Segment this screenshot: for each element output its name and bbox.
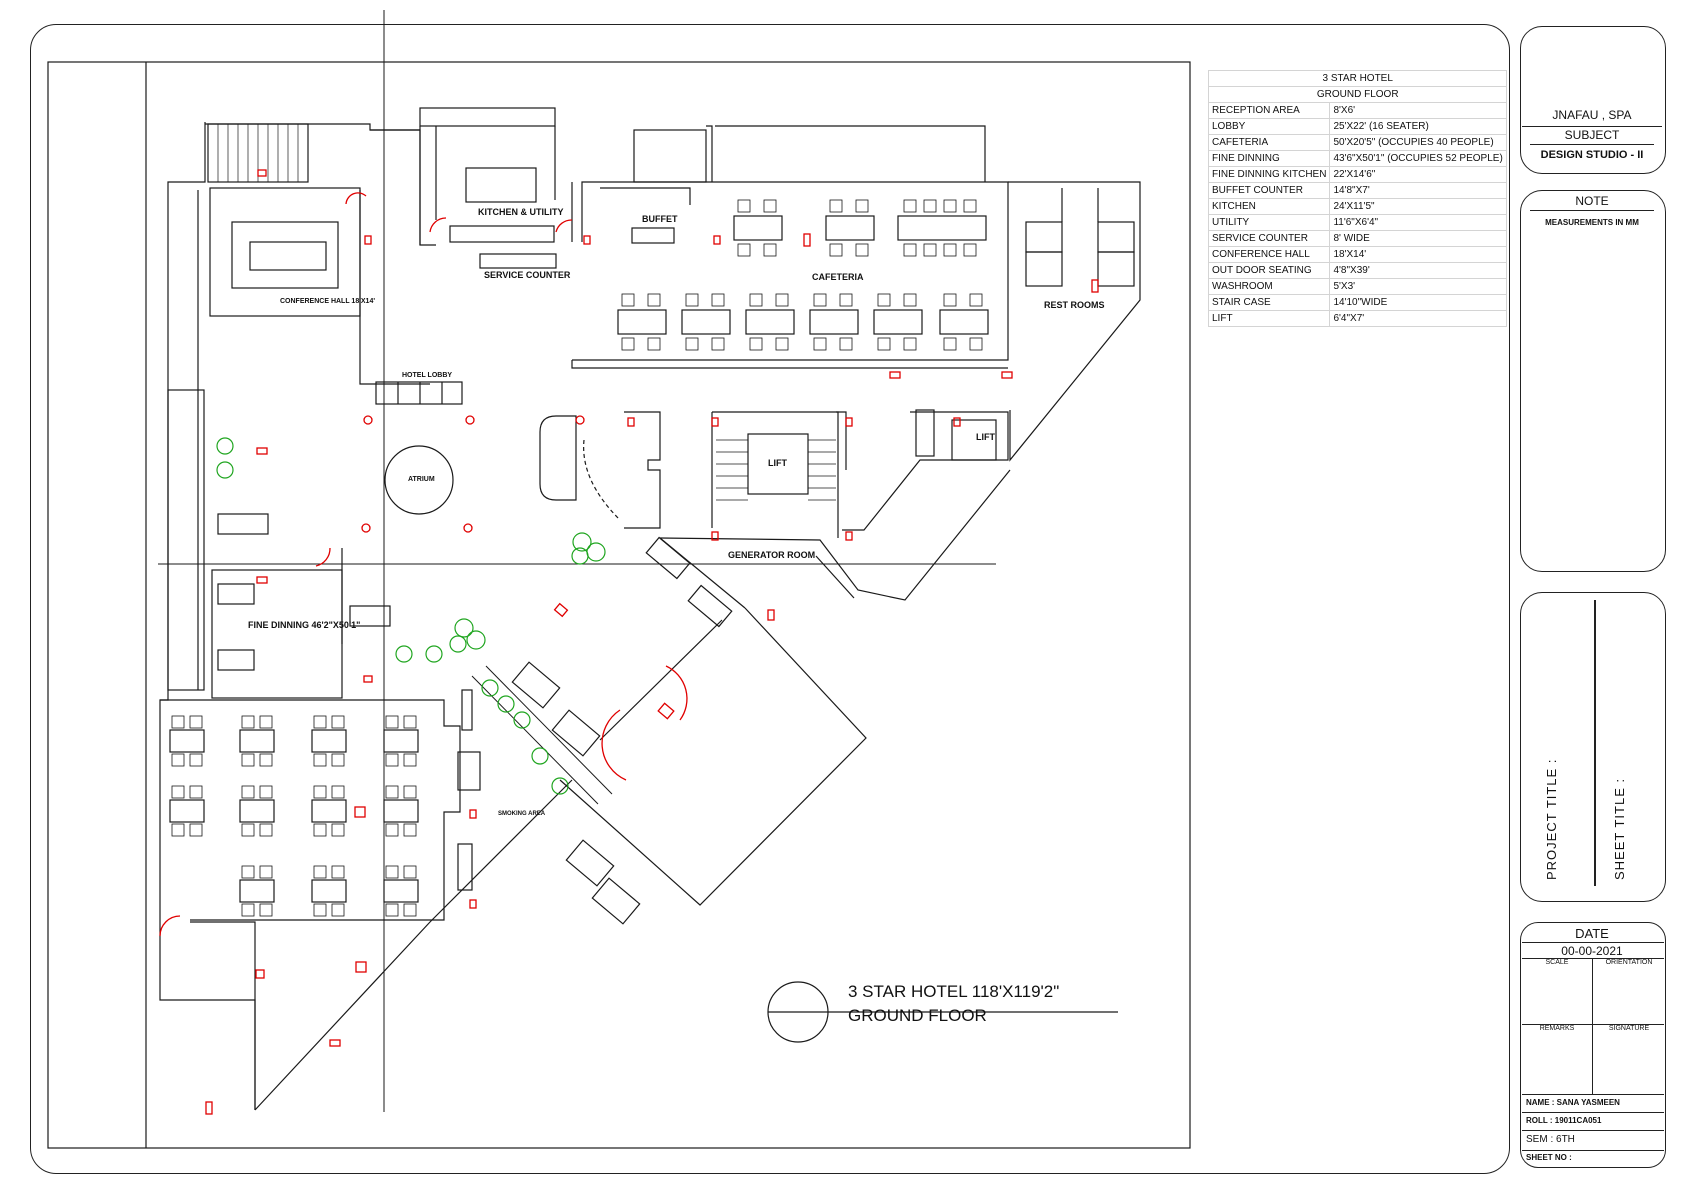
student-name: NAME : SANA YASMEEN	[1526, 1098, 1620, 1107]
label-lift-2: LIFT	[976, 432, 995, 442]
label-lift-1: LIFT	[768, 458, 787, 468]
buffet-counter	[631, 227, 675, 244]
label-buffet: BUFFET	[642, 214, 678, 224]
subject-box	[1520, 26, 1666, 174]
info-box	[1520, 922, 1666, 1168]
drawing-frame	[47, 61, 1191, 1149]
label-rest-rooms: REST ROOMS	[1044, 300, 1105, 310]
drawing-sheet-border	[30, 24, 1510, 1174]
institute-name: JNAFAU , SPA	[1552, 108, 1632, 122]
orientation-label: ORIENTATION	[1605, 959, 1653, 966]
scale-label: SCALE	[1545, 959, 1569, 966]
sheet-title-label: SHEET TITLE :	[1612, 777, 1627, 880]
date-value: 00-00-2021	[1561, 944, 1623, 958]
label-conference: CONFERENCE HALL 18'X14'	[280, 298, 375, 305]
semester: SEM : 6TH	[1526, 1134, 1575, 1145]
label-service-counter: SERVICE COUNTER	[484, 270, 571, 280]
signature-label: SIGNATURE	[1608, 1025, 1650, 1032]
date-label: DATE	[1575, 926, 1609, 941]
lift-2	[951, 419, 997, 461]
service-counter	[479, 253, 557, 269]
note-label: NOTE	[1575, 194, 1609, 208]
roll-number: ROLL : 19011CA051	[1526, 1116, 1602, 1125]
label-smoking-area: SMOKING AREA	[498, 811, 546, 817]
project-title-label: PROJECT TITLE :	[1544, 758, 1559, 880]
note-text: MEASUREMENTS IN MM	[1545, 218, 1639, 227]
sheet-number: SHEET NO :	[1526, 1153, 1572, 1162]
label-generator-room: GENERATOR ROOM	[728, 550, 816, 560]
label-cafeteria: CAFETERIA	[812, 272, 864, 282]
schedule-subtitle: GROUND FLOOR	[1207, 86, 1508, 103]
outdoor-seating-strip	[167, 389, 205, 691]
area-schedule-table: 3 STAR HOTEL GROUND FLOOR RECEPTION AREA…	[1207, 70, 1508, 327]
remarks-label: REMARKS	[1539, 1025, 1575, 1032]
atrium	[384, 445, 454, 515]
title-divider	[1594, 600, 1596, 886]
label-fine-dining: FINE DINNING 46'2"X50'1"	[248, 620, 361, 630]
schedule-title: 3 STAR HOTEL	[1207, 70, 1508, 87]
label-hotel-lobby: HOTEL LOBBY	[402, 372, 453, 379]
subject-label: SUBJECT	[1564, 128, 1620, 142]
note-box	[1520, 190, 1666, 572]
label-atrium: ATRIUM	[408, 476, 435, 483]
plan-title: 3 STAR HOTEL 118'X119'2"	[848, 982, 1060, 1001]
plan-subtitle: GROUND FLOOR	[848, 1006, 987, 1025]
label-kitchen: KITCHEN & UTILITY	[478, 207, 564, 217]
project-title-box	[1520, 592, 1666, 902]
subject-name: DESIGN STUDIO - II	[1540, 149, 1644, 161]
